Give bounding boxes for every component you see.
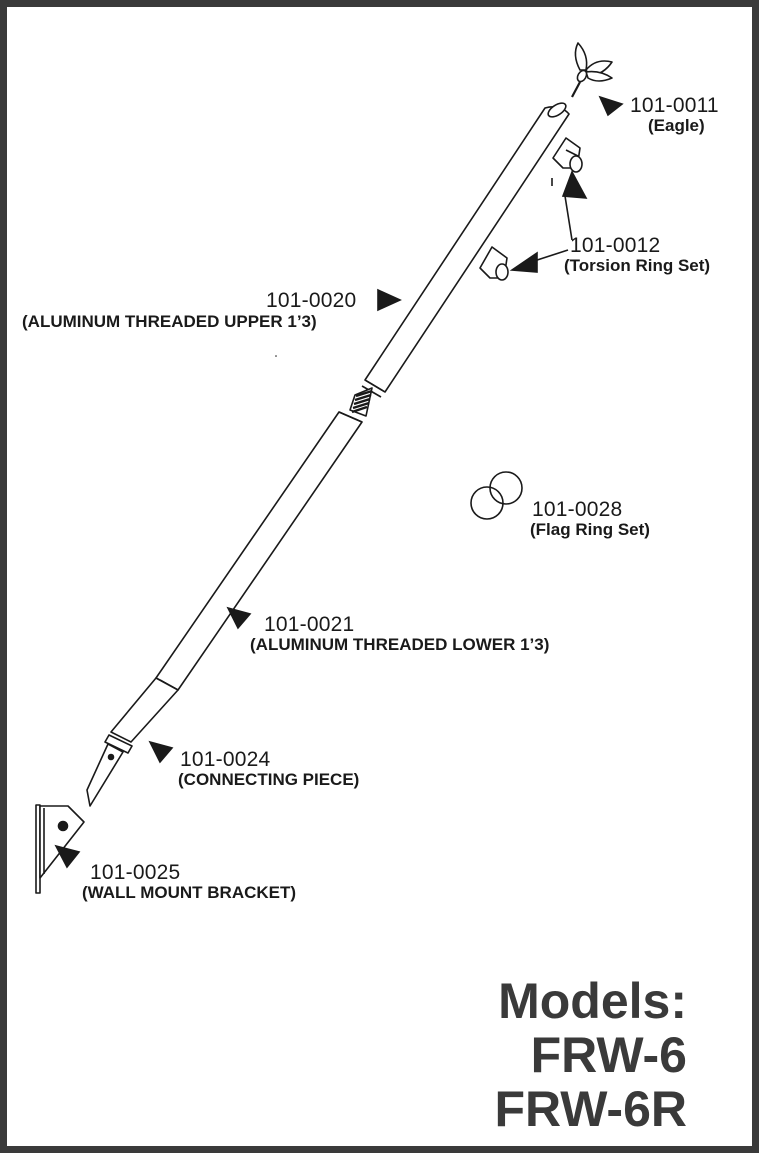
arrow-lower bbox=[226, 606, 252, 630]
model-frw-6: FRW-6 bbox=[530, 1027, 687, 1083]
models-block: Models: FRW-6 FRW-6R bbox=[494, 974, 687, 1136]
part-number-eagle: 101-0011 bbox=[630, 94, 719, 117]
arrow-torsion-lower bbox=[509, 251, 538, 273]
arrow-upper bbox=[377, 288, 402, 312]
part-number-bracket: 101-0025 bbox=[90, 861, 181, 884]
part-desc-upper: (ALUMINUM THREADED UPPER 1’3) bbox=[22, 312, 317, 331]
arrow-eagle bbox=[598, 95, 624, 117]
wall-mount-bracket bbox=[35, 804, 85, 894]
upper-pole-section bbox=[361, 102, 570, 398]
part-desc-eagle: (Eagle) bbox=[648, 116, 705, 135]
part-desc-flag-ring: (Flag Ring Set) bbox=[530, 520, 650, 539]
arrow-torsion-upper bbox=[561, 170, 588, 199]
part-desc-connecting: (CONNECTING PIECE) bbox=[178, 770, 360, 789]
lower-pole-section bbox=[110, 411, 363, 743]
part-number-torsion: 101-0012 bbox=[570, 234, 661, 257]
part-desc-bracket: (WALL MOUNT BRACKET) bbox=[82, 883, 297, 902]
part-number-upper: 101-0020 bbox=[266, 289, 357, 312]
torsion-ring-set bbox=[479, 137, 583, 281]
part-number-connecting: 101-0024 bbox=[180, 748, 271, 771]
eagle-topper bbox=[571, 42, 613, 98]
leader-torsion-upper bbox=[564, 195, 573, 241]
threaded-coupling bbox=[349, 387, 373, 417]
arrow-connecting bbox=[148, 740, 174, 764]
part-desc-lower: (ALUMINUM THREADED LOWER 1’3) bbox=[250, 635, 550, 654]
flag-ring-set bbox=[470, 471, 523, 520]
part-number-flag-ring: 101-0028 bbox=[532, 498, 623, 521]
part-number-lower: 101-0021 bbox=[264, 613, 355, 636]
model-frw-6r: FRW-6R bbox=[494, 1081, 687, 1137]
connecting-piece bbox=[86, 734, 133, 807]
arrow-bracket bbox=[54, 844, 81, 869]
models-heading: Models: bbox=[498, 973, 687, 1029]
part-desc-torsion: (Torsion Ring Set) bbox=[564, 256, 711, 275]
